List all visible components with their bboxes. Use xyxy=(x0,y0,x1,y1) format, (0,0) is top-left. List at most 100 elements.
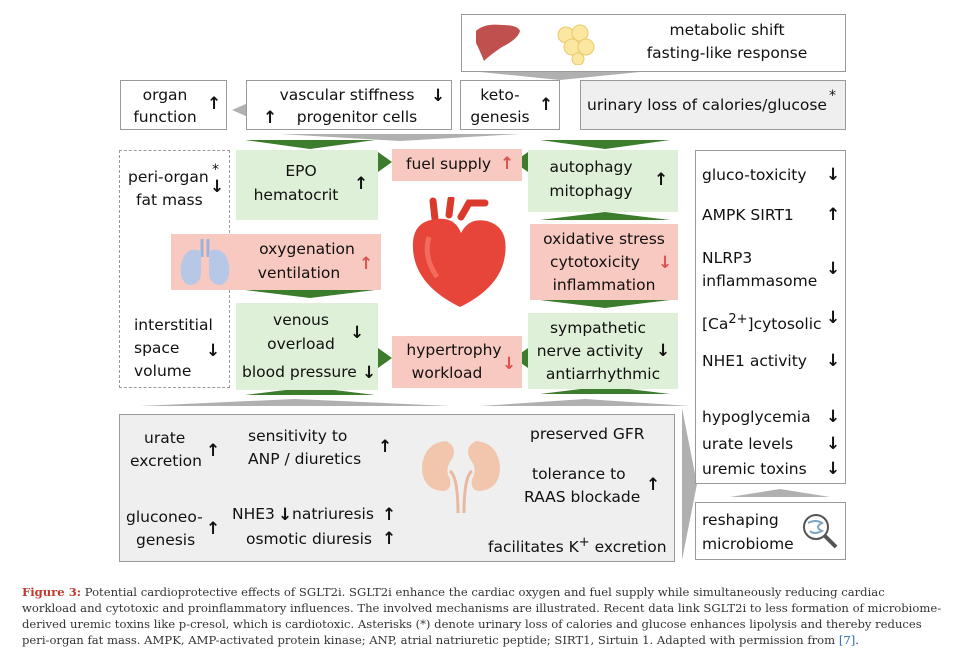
arrow-down-red-icon: ↓ xyxy=(502,354,517,374)
fat-cells-icon xyxy=(557,24,595,65)
nhe1-activity-label: NHE1 activity xyxy=(702,352,807,370)
arrow-up-icon: ↑ xyxy=(539,95,554,115)
osmotic-diuresis-label: osmotic diuresis xyxy=(246,530,372,548)
fasting-like-text: fasting-like response xyxy=(646,44,808,62)
kidney-panel: urate excretion ↑ sensitivity to ANP / d… xyxy=(119,414,675,562)
genesis-label: genesis xyxy=(136,531,196,549)
nlrp3-label: NLRP3 xyxy=(702,249,753,267)
potassium-label: facilitates K+ excretion xyxy=(488,535,667,557)
autophagy-box: autophagy mitophagy ↑ xyxy=(528,150,678,212)
arrow-up-red-icon: ↑ xyxy=(359,254,374,274)
fuel-supply-box: fuel supply ↑ xyxy=(392,149,522,181)
sympathetic-label: sympathetic xyxy=(549,319,647,337)
vascular-stiffness-label: vascular stiffness xyxy=(279,86,415,104)
preserved-gfr-label: preserved GFR xyxy=(530,425,645,443)
arrow-down-icon: ↓ xyxy=(826,259,841,279)
arrow-up-icon: ↑ xyxy=(206,441,221,461)
asterisk: * xyxy=(829,88,836,104)
fat-mass-label: fat mass xyxy=(136,191,203,209)
hypertrophy-label: hypertrophy xyxy=(406,341,502,359)
antiarrhythmic-label: antiarrhythmic xyxy=(545,365,661,383)
gluconeo-label: gluconeo- xyxy=(126,508,203,526)
calcium-label: [Ca2+]cytosolic xyxy=(702,312,822,334)
arrow-down-icon: ↓ xyxy=(350,323,365,343)
arrow-up-icon: ↑ xyxy=(206,519,221,539)
hematocrit-label: hematocrit xyxy=(253,186,339,204)
arrow-down-icon: ↓ xyxy=(826,434,841,454)
magnifier-intestine-icon xyxy=(803,514,838,549)
ketogenesis-box: keto- genesis ↑ xyxy=(460,80,560,130)
genesis-label: genesis xyxy=(470,108,530,126)
urate-label: urate xyxy=(144,429,186,447)
arrow-up-icon: ↑ xyxy=(354,174,369,194)
arrow-up-red-icon: ↑ xyxy=(500,154,515,174)
metabolic-shift-box: metabolic shift fasting-like response xyxy=(461,14,846,72)
autophagy-label: autophagy xyxy=(549,158,633,176)
arrow-up-icon: ↑ xyxy=(378,437,393,457)
oxygenation-label: oxygenation xyxy=(259,240,355,258)
oxidative-stress-box: oxidative stress cytotoxicity ↓ inflamma… xyxy=(530,224,678,300)
urate-levels-label: urate levels xyxy=(702,435,794,453)
cytotoxicity-label: cytotoxicity xyxy=(550,253,640,271)
oxygenation-box: oxygenation ventilation ↑ xyxy=(171,234,381,290)
epo-label: EPO xyxy=(285,162,317,180)
fuel-supply-label: fuel supply xyxy=(406,155,492,173)
sympathetic-box: sympathetic nerve activity ↓ antiarrhyth… xyxy=(528,313,678,389)
workload-label: workload xyxy=(411,364,483,382)
volume-label: volume xyxy=(134,362,192,380)
raas-blockade-label: RAAS blockade xyxy=(524,488,641,506)
nerve-activity-label: nerve activity xyxy=(536,342,644,360)
inflammasome-label: inflammasome xyxy=(702,272,818,290)
organ-function-box: organ function ↑ xyxy=(120,80,227,130)
arrow-down-icon: ↓ xyxy=(826,459,841,479)
tolerance-label: tolerance to xyxy=(532,465,626,483)
arrow-down-icon: ↓ xyxy=(431,86,446,106)
liver-icon xyxy=(476,24,520,62)
ampk-sirt1-label: AMPK SIRT1 xyxy=(702,206,794,224)
gluco-toxicity-label: gluco-toxicity xyxy=(702,166,807,184)
mitophagy-label: mitophagy xyxy=(549,182,633,200)
blood-pressure-label: blood pressure xyxy=(242,363,357,381)
urinary-loss-box: urinary loss of calories/glucose * xyxy=(580,80,846,130)
progenitor-cells-label: progenitor cells xyxy=(296,108,418,126)
function-label: function xyxy=(133,108,197,126)
caption-reference-link[interactable]: [7] xyxy=(838,633,856,647)
arrow-down-icon: ↓ xyxy=(826,407,841,427)
hypertrophy-box: hypertrophy workload ↓ xyxy=(392,336,522,388)
asterisk: * xyxy=(212,162,219,178)
overload-label: overload xyxy=(267,335,335,353)
keto-label: keto- xyxy=(480,86,520,104)
arrow-down-icon: ↓ xyxy=(826,351,841,371)
caption-end: . xyxy=(855,633,859,647)
arrow-up-icon: ↑ xyxy=(207,94,222,114)
right-effects-panel: gluco-toxicity ↓ AMPK SIRT1 ↑ NLRP3 infl… xyxy=(695,150,846,484)
oxidative-stress-label: oxidative stress xyxy=(543,230,665,248)
excretion-label: excretion xyxy=(130,452,202,470)
arrow-up-icon: ↑ xyxy=(263,108,278,128)
epo-box: EPO hematocrit ↑ xyxy=(236,150,378,220)
vascular-box: vascular stiffness ↓ ↑ progenitor cells xyxy=(246,80,452,130)
venous-box: venous overload ↓ blood pressure ↓ xyxy=(236,303,378,390)
lungs-icon xyxy=(180,239,230,285)
arrow-up-icon: ↑ xyxy=(382,529,397,549)
microbiome-label: microbiome xyxy=(702,535,794,553)
kidneys-icon xyxy=(422,441,500,514)
metabolic-shift-text: metabolic shift xyxy=(669,21,785,39)
arrow-up-icon: ↑ xyxy=(826,205,841,225)
inflammation-label: inflammation xyxy=(552,276,656,294)
arrow-down-icon: ↓ xyxy=(206,341,221,361)
ventilation-label: ventilation xyxy=(257,264,341,282)
heart-icon xyxy=(412,197,506,307)
arrow-up-icon: ↑ xyxy=(382,505,397,525)
arrow-down-icon: ↓ xyxy=(656,341,671,361)
uremic-toxins-label: uremic toxins xyxy=(702,460,807,478)
arrow-up-icon: ↑ xyxy=(646,475,661,495)
arrow-up-icon: ↑ xyxy=(654,170,669,190)
microbiome-box: reshaping microbiome xyxy=(695,502,846,560)
arrow-down-icon: ↓ xyxy=(826,308,841,328)
arrow-down-icon: ↓ xyxy=(210,177,225,197)
organ-label: organ xyxy=(142,86,188,104)
arrow-down-icon: ↓ xyxy=(826,165,841,185)
interstitial-label: interstitial xyxy=(134,316,213,334)
urinary-loss-label: urinary loss of calories/glucose xyxy=(587,96,827,114)
